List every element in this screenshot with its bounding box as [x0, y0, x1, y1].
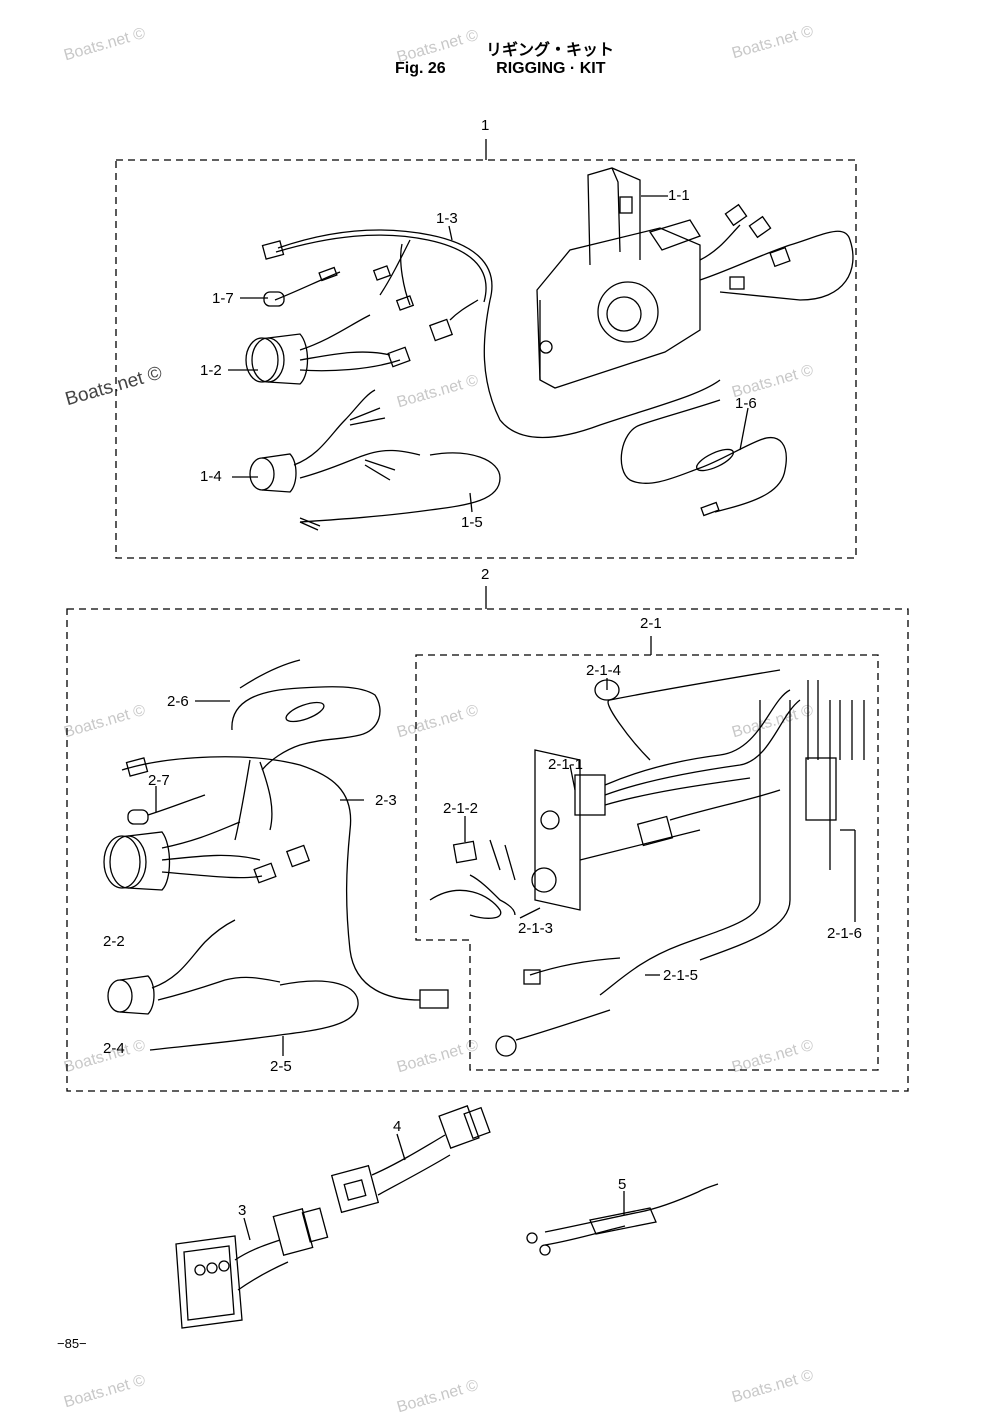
- trim-meter: [249, 389, 421, 493]
- leader-1-5: [469, 492, 473, 513]
- callout-2-1-2: 2-1-2: [443, 800, 479, 817]
- callout-2-1-6: 2-1-6: [827, 925, 863, 942]
- callout-2-1-5: 2-1-5: [663, 967, 699, 984]
- callout-1-2: 1-2: [200, 362, 222, 379]
- extension-harness: [330, 1105, 491, 1214]
- key-switch-panel: [495, 669, 865, 1057]
- title-japanese: リギング・キット: [485, 40, 614, 59]
- callout-1-1: 1-1: [668, 187, 690, 204]
- figure-title-english: RIGGING · KIT: [496, 60, 606, 77]
- page-number: −85−: [57, 1336, 87, 1351]
- group-2-1-frame: [415, 654, 879, 1071]
- leader-1-6: [739, 407, 749, 451]
- figure-number: Fig. 26: [395, 60, 446, 77]
- callout-5: 5: [618, 1176, 627, 1193]
- callout-2-2: 2-2: [103, 933, 125, 950]
- callout-1-4: 1-4: [200, 468, 222, 485]
- callout-2-1-4: 2-1-4: [586, 662, 622, 679]
- leader-2-1-3: [519, 907, 541, 919]
- callout-2-4: 2-4: [103, 1040, 125, 1057]
- callout-2-6: 2-6: [167, 693, 189, 710]
- trim-switch: [175, 1207, 329, 1329]
- leader-2-1-1: [569, 764, 576, 791]
- callout-1-7: 1-7: [212, 290, 234, 307]
- callout-2-1-3: 2-1-3: [518, 920, 554, 937]
- callout-2-7: 2-7: [148, 772, 170, 789]
- callout-4: 4: [393, 1118, 402, 1135]
- callout-2-1: 2-1: [640, 615, 662, 632]
- remote-control-box: [536, 167, 701, 389]
- figure-title: Fig. 26 RIGGING · KIT: [395, 60, 605, 78]
- callout-1-5: 1-5: [461, 514, 483, 531]
- callout-2-1-1: 2-1-1: [548, 756, 584, 773]
- callout-2-5: 2-5: [270, 1058, 292, 1075]
- callout-3: 3: [238, 1202, 247, 1219]
- callout-2-3: 2-3: [375, 792, 397, 809]
- group-2-frame: [66, 608, 909, 1092]
- leader-1-3: [448, 225, 453, 241]
- leader-4: [396, 1133, 406, 1161]
- leader-3: [243, 1217, 251, 1241]
- lead-wire: [526, 1183, 719, 1256]
- callout-1-3: 1-3: [436, 210, 458, 227]
- callout-1: 1: [481, 117, 490, 134]
- tachometer: [245, 314, 411, 385]
- callout-1-6: 1-6: [735, 395, 757, 412]
- callout-2: 2: [481, 566, 490, 583]
- group-1-frame: [115, 159, 857, 559]
